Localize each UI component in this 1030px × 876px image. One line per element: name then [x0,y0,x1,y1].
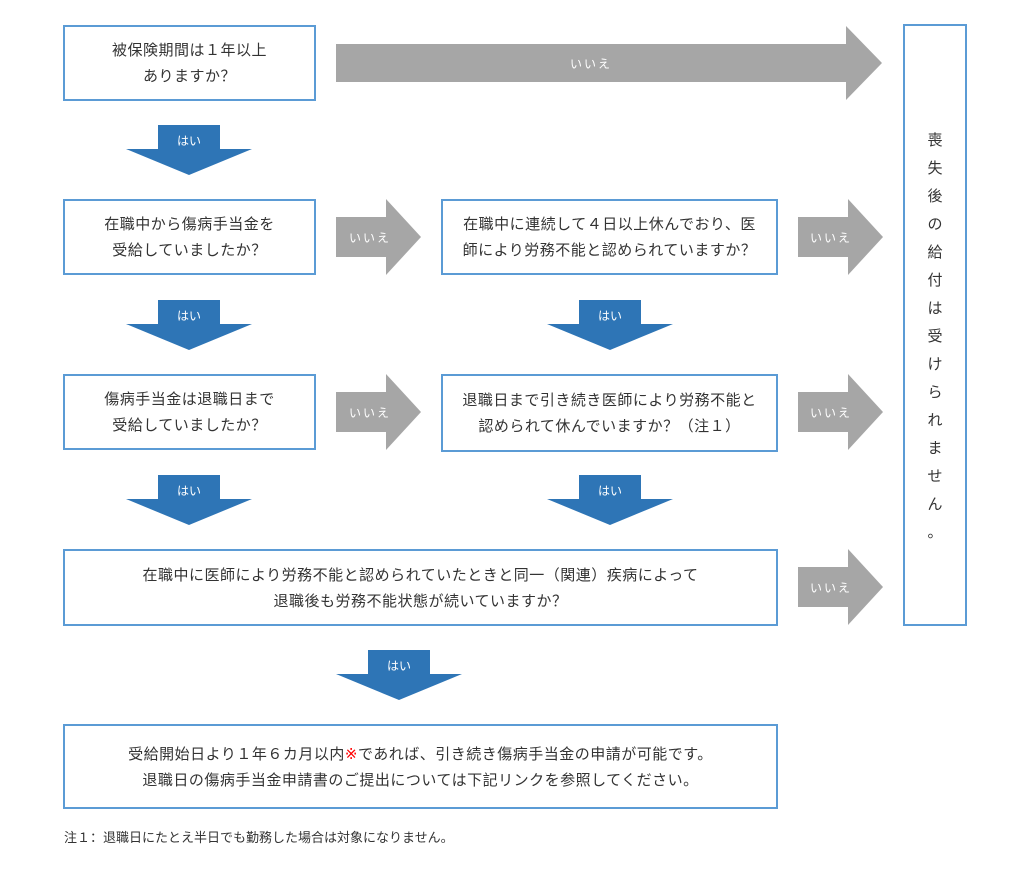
yes-label: はい [386,658,411,673]
question-box-four-days-absence: 在職中に連続して４日以上休んでおり、医 師により労務不能と認められていますか？ [441,199,778,275]
result-box-no-benefit: 喪失後の給付は受けられません。 [903,24,967,626]
vertical-char: 。 [927,523,943,541]
vertical-char: れ [927,411,943,429]
result-text: 受給開始日より１年６カ月以内 [128,744,345,763]
question-line: 受給していましたか？ [112,241,267,259]
vertical-char: 喪 [927,131,943,149]
yes-label: はい [176,133,201,148]
question-line: 傷病手当金は退職日まで [104,390,275,408]
question-line: 被保険期間は１年以上 [111,41,267,59]
question-line: ありますか？ [142,67,236,85]
question-line: 退職後も労務不能状態が続いていますか？ [273,591,568,610]
vertical-char: 後 [927,187,943,205]
no-arrow-q1: いいえ [336,26,882,100]
yes-label: はい [176,308,201,323]
vertical-char: 付 [927,271,943,289]
result-line-1: 受給開始日より１年６カ月以内※であれば、引き続き傷病手当金の申請が可能です。 [128,741,713,767]
question-box-received-before: 在職中から傷病手当金を 受給していましたか？ [63,199,316,275]
yes-label: はい [176,483,201,498]
no-arrow-q4: いいえ [336,374,421,450]
yes-label: はい [597,308,622,323]
no-label: いいえ [569,56,612,71]
no-arrow-q6: いいえ [798,549,883,625]
vertical-char: は [927,299,943,317]
yes-arrow-5: はい [547,475,673,525]
question-line: 在職中に連続して４日以上休んでおり、医 [463,215,756,233]
question-box-received-until-retirement: 傷病手当金は退職日まで 受給していましたか？ [63,374,316,450]
vertical-char: ま [927,439,943,457]
no-label: いいえ [809,230,852,245]
question-line: 認められて休んでいますか？（注１） [478,417,741,435]
question-box-continued-absence: 退職日まで引き続き医師により労務不能と 認められて休んでいますか？（注１） [441,374,778,452]
vertical-char: け [927,355,943,373]
note-mark: ※ [344,744,358,763]
result-text: であれば、引き続き傷病手当金の申請が可能です。 [357,744,713,763]
result-box-eligible: 受給開始日より１年６カ月以内※であれば、引き続き傷病手当金の申請が可能です。 退… [63,724,778,809]
no-arrow-q2: いいえ [336,199,421,275]
question-line: 受給していましたか？ [112,416,267,434]
question-line: 退職日まで引き続き医師により労務不能と [462,391,757,409]
yes-arrow-4: はい [126,475,252,525]
footnote: 注１：退職日にたとえ半日でも勤務した場合は対象になりません。 [64,831,454,846]
vertical-char: ん [927,495,943,513]
no-label: いいえ [348,405,391,420]
vertical-result-text: 喪失後の給付は受けられません。 [925,126,945,624]
vertical-char: の [927,215,943,233]
no-arrow-q3: いいえ [798,199,883,275]
no-label: いいえ [348,230,391,245]
no-label: いいえ [809,580,852,595]
yes-arrow-2: はい [126,300,252,350]
question-box-insured-period: 被保険期間は１年以上 ありますか？ [63,25,316,101]
yes-arrow-1: はい [126,125,252,175]
vertical-char: 失 [927,159,943,177]
result-line-2: 退職日の傷病手当金申請書のご提出については下記リンクを参照してください。 [142,770,699,789]
question-line: 在職中に医師により労務不能と認められていたときと同一（関連）疾病によって [142,565,699,584]
yes-arrow-6: はい [336,650,462,700]
no-arrow-q5: いいえ [798,374,883,450]
yes-arrow-3: はい [547,300,673,350]
vertical-char: 給 [927,243,943,261]
vertical-char: 受 [927,327,943,345]
question-line: 在職中から傷病手当金を [104,215,275,233]
vertical-char: せ [927,467,943,485]
question-box-same-illness: 在職中に医師により労務不能と認められていたときと同一（関連）疾病によって 退職後… [63,549,778,626]
yes-label: はい [597,483,622,498]
vertical-char: ら [927,383,943,401]
no-label: いいえ [809,405,852,420]
question-line: 師により労務不能と認められていますか？ [462,241,757,259]
